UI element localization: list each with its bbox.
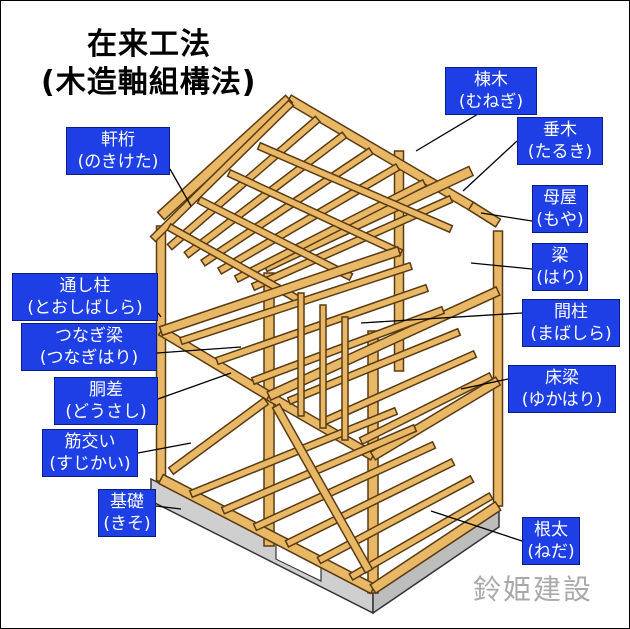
label-name: 基礎: [110, 492, 144, 512]
page-subtitle: (木造軸組構法): [41, 65, 257, 100]
floor-girder: [369, 376, 502, 461]
label-reading: (ゆかはり): [521, 390, 603, 410]
stud: [341, 316, 349, 441]
label-neda: 根太 (ねだ): [522, 517, 580, 565]
label-sujikai: 筋交い (すじかい): [42, 429, 138, 477]
leader-line: [430, 510, 523, 542]
purlin: [196, 195, 354, 282]
floor-girder: [158, 245, 402, 337]
rafter: [149, 99, 295, 243]
label-name: 軒桁: [101, 130, 135, 150]
label-reading: (もや): [536, 210, 584, 230]
leader-line: [157, 372, 232, 400]
label-name: 根太: [534, 520, 568, 540]
joist: [220, 423, 418, 515]
label-name: 母屋: [543, 188, 577, 208]
leader-line: [157, 312, 162, 318]
label-toshibashira: 通し柱 (とおしばしら): [12, 273, 158, 321]
leader-line: [460, 378, 509, 390]
brace: [271, 403, 374, 574]
joist: [284, 457, 456, 548]
eave-beam: [467, 201, 502, 228]
leader-line: [155, 505, 182, 510]
sill: [369, 500, 502, 595]
label-name: 胴差: [89, 380, 123, 400]
leader-line: [156, 346, 242, 354]
floor-girder: [157, 326, 273, 401]
brace: [167, 396, 270, 476]
label-name: 梁: [551, 246, 569, 266]
label-name: 間柱: [554, 302, 588, 322]
stud: [297, 292, 305, 417]
label-name: 筋交い: [64, 432, 116, 452]
label-reading: (ねだ): [527, 542, 575, 562]
label-noki: 軒桁 (のきけた): [66, 127, 170, 175]
floor-joist: [286, 327, 462, 406]
leader-line: [470, 262, 533, 270]
leader-line: [462, 140, 518, 192]
label-mabashira: 間柱 (まばしら): [522, 299, 620, 347]
label-yukabari: 床梁 (ゆかはり): [508, 365, 616, 413]
label-reading: (はり): [536, 268, 584, 288]
purlin: [226, 168, 404, 258]
joist: [348, 491, 494, 582]
purlin: [256, 141, 454, 234]
label-tsunagibari: つなぎ梁 (つなぎはり): [21, 323, 157, 371]
label-name: 棟木: [474, 70, 508, 90]
label-reading: (つなぎはり): [39, 348, 139, 368]
label-hari: 梁 (はり): [532, 243, 588, 291]
page-title: 在来工法: [87, 27, 211, 62]
label-kiso: 基礎 (きそ): [98, 489, 156, 537]
floor-joist: [358, 371, 494, 446]
watermark: 鈴姫建設: [472, 573, 593, 606]
joist: [252, 440, 437, 532]
rafter: [233, 178, 427, 284]
label-reading: (むねぎ): [458, 92, 524, 112]
label-reading: (まばしら): [530, 324, 612, 344]
label-munagi: 棟木 (むねぎ): [445, 67, 537, 115]
stud: [319, 304, 327, 429]
floor-joist: [178, 261, 414, 346]
post: [492, 230, 504, 507]
label-reading: (たるき): [527, 142, 593, 162]
leader-line: [415, 110, 484, 152]
label-moya: 母屋 (もや): [532, 185, 588, 233]
label-name: 垂木: [543, 120, 577, 140]
label-reading: (どうさし): [65, 402, 147, 422]
label-reading: (きそ): [103, 514, 151, 534]
leader-line: [360, 312, 523, 324]
label-name: つなぎ梁: [55, 326, 123, 346]
label-dousashi: 胴差 (どうさし): [54, 377, 158, 425]
label-taruki: 垂木 (たるき): [517, 117, 603, 165]
label-reading: (すじかい): [49, 454, 131, 474]
rafter: [250, 194, 454, 292]
label-reading: (のきけた): [77, 152, 159, 172]
label-reading: (とおしばしら): [27, 298, 143, 318]
leader-line: [480, 212, 533, 222]
leader-line: [137, 442, 192, 454]
label-name: 通し柱: [59, 276, 111, 296]
leader-line: [169, 168, 192, 207]
label-name: 床梁: [545, 368, 579, 388]
